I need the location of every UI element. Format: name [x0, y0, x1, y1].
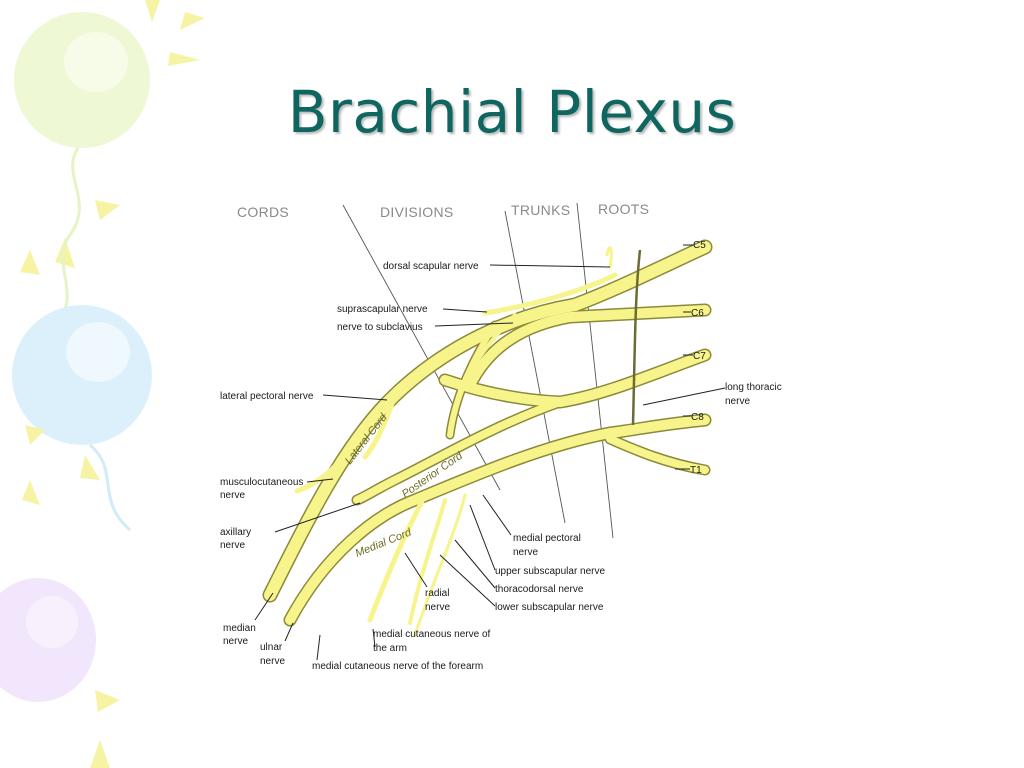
subclavius-branch — [458, 313, 517, 392]
slide-title: Brachial Plexus — [287, 78, 737, 146]
medial-cutaneous-arm-branch — [408, 498, 447, 625]
label-ulnar-1: ulnar — [260, 642, 283, 653]
label-median-2: nerve — [223, 636, 248, 647]
blue-balloon — [12, 305, 152, 532]
brachial-plexus-diagram: CORDS DIVISIONS TRUNKS ROOTS — [220, 201, 782, 672]
root-c8: C8 — [691, 412, 704, 423]
label-long-thoracic-2: nerve — [725, 396, 750, 407]
label-medial-pectoral-1: medial pectoral — [513, 533, 581, 544]
left-nerve-labels: musculocutaneous nerve axillary nerve me… — [220, 477, 361, 667]
label-suprascapular: suprascapular nerve — [337, 304, 428, 315]
label-musculocutaneous-2: nerve — [220, 490, 245, 501]
root-labels: C5 C6 C7 C8 T1 — [675, 240, 706, 476]
posterior-cord — [353, 398, 564, 504]
lateral-pectoral-branch — [362, 392, 398, 460]
header-cords: CORDS — [237, 204, 289, 220]
medial-cord-to-ulnar — [285, 415, 710, 625]
label-medial-cut-arm-1: medial cutaneous nerve of — [373, 629, 491, 640]
root-c7: C7 — [693, 351, 706, 362]
label-thoracodorsal: thoracodorsal nerve — [495, 584, 584, 595]
label-axillary-2: nerve — [220, 540, 245, 551]
root-c6: C6 — [691, 308, 704, 319]
header-roots: ROOTS — [598, 201, 649, 217]
label-subclavius: nerve to subclavius — [337, 322, 423, 333]
balloon-decoration — [0, 0, 205, 768]
label-medial-cut-arm-2: the arm — [373, 643, 407, 654]
purple-balloon — [0, 578, 120, 768]
label-lower-subscapular: lower subscapular nerve — [495, 602, 604, 613]
header-trunks: TRUNKS — [511, 202, 570, 218]
label-radial-2: nerve — [425, 602, 450, 613]
long-thoracic-nerve — [631, 249, 642, 426]
lateral-cord-to-median — [264, 241, 711, 601]
label-ulnar-2: nerve — [260, 656, 285, 667]
lower-nerve-labels: radial nerve medial cutaneous nerve of t… — [312, 494, 606, 672]
musculocutaneous-branch — [294, 450, 348, 494]
c6-root — [465, 305, 710, 390]
label-musculocutaneous-1: musculocutaneous — [220, 477, 303, 488]
label-upper-subscapular: upper subscapular nerve — [495, 566, 606, 577]
upper-nerve-labels: dorsal scapular nerve suprascapular nerv… — [220, 261, 782, 407]
suprascapular-branch — [482, 272, 618, 316]
sun-rays — [20, 0, 205, 275]
label-long-thoracic-1: long thoracic — [725, 382, 782, 393]
label-lateral-pectoral: lateral pectoral nerve — [220, 391, 314, 402]
t1-root — [606, 435, 709, 474]
green-balloon — [14, 12, 150, 321]
label-radial-1: radial — [425, 588, 449, 599]
label-medial-cut-forearm: medial cutaneous nerve of the forearm — [312, 661, 483, 672]
label-medial-pectoral-2: nerve — [513, 547, 538, 558]
label-median-1: median — [223, 623, 256, 634]
label-axillary-1: axillary — [220, 527, 251, 538]
nerve-bundles — [264, 241, 711, 637]
dorsal-scapular-loop — [605, 246, 613, 269]
root-c5: C5 — [693, 240, 706, 251]
label-dorsal-scapular: dorsal scapular nerve — [383, 261, 479, 272]
medial-cutaneous-forearm-branch — [413, 493, 467, 637]
radial-branch — [367, 492, 428, 623]
root-t1: T1 — [690, 465, 702, 476]
header-divisions: DIVISIONS — [380, 204, 454, 220]
